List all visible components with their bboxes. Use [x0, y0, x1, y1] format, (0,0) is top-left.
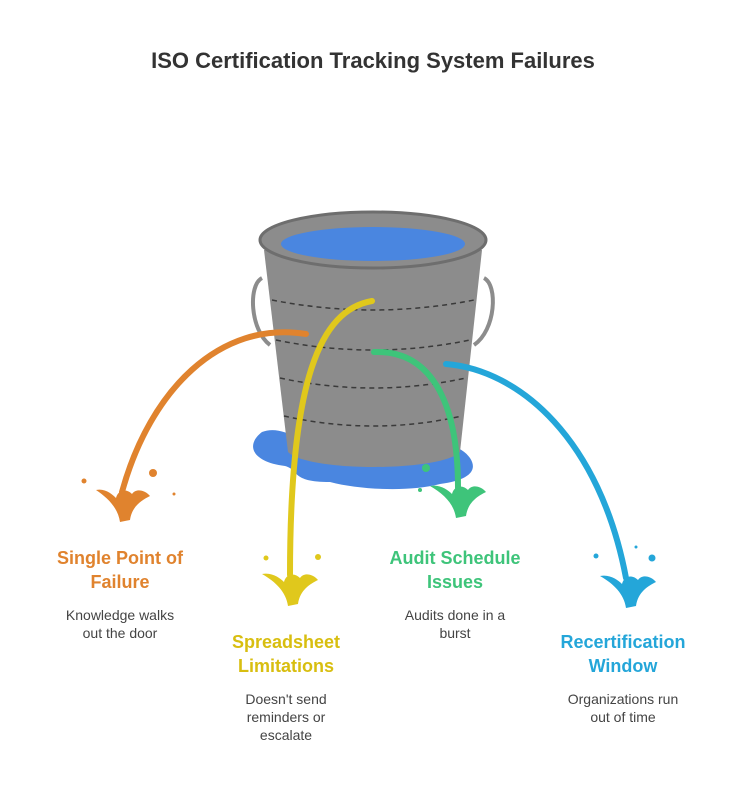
page-title: ISO Certification Tracking System Failur…: [151, 48, 595, 73]
desc-line: Organizations run: [567, 691, 679, 707]
desc-line: reminders or: [246, 709, 326, 725]
label-line: Issues: [426, 572, 484, 592]
desc-single-point: Knowledge walks out the door: [30, 606, 210, 642]
desc-line: escalate: [259, 727, 313, 743]
desc-line: Doesn't send: [245, 691, 327, 707]
label-line: Spreadsheet: [231, 632, 341, 652]
label-line: Failure: [90, 572, 150, 592]
desc-spreadsheet: Doesn't send reminders or escalate: [196, 690, 376, 744]
desc-recert: Organizations run out of time: [533, 690, 713, 726]
label-line: Audit Schedule: [389, 548, 521, 568]
bucket-body: [264, 250, 482, 467]
stream-audit: [371, 348, 486, 518]
stream-single-point: [81, 329, 309, 522]
stream-recert: [443, 361, 656, 608]
label-spreadsheet: Spreadsheet Limitations: [196, 630, 376, 678]
label-recert: Recertification Window: [533, 630, 713, 678]
label-line: Window: [588, 656, 658, 676]
desc-line: out the door: [82, 625, 158, 641]
label-line: Limitations: [237, 656, 334, 676]
label-line: Single Point of: [57, 548, 183, 568]
desc-line: Knowledge walks: [65, 607, 175, 623]
stream-spreadsheet: [262, 298, 375, 606]
label-line: Recertification: [560, 632, 686, 652]
bucket-ridges: [271, 299, 475, 427]
desc-line: Audits done in a: [404, 607, 506, 623]
desc-line: burst: [439, 625, 471, 641]
bucket-water: [281, 227, 465, 261]
desc-audit: Audits done in a burst: [365, 606, 545, 642]
label-audit: Audit Schedule Issues: [365, 546, 545, 594]
label-single-point: Single Point of Failure: [30, 546, 210, 594]
bucket-handle: [251, 276, 495, 347]
desc-line: out of time: [590, 709, 656, 725]
